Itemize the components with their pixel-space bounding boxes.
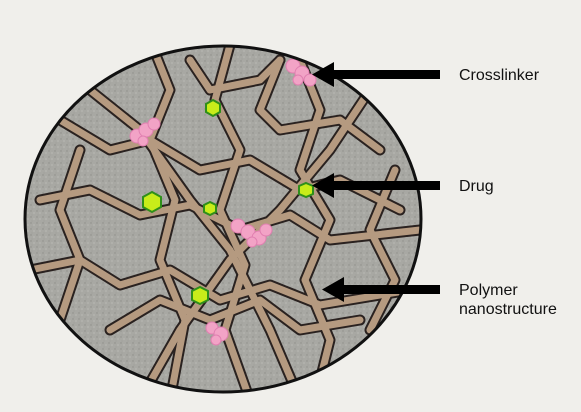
drug-particle	[204, 202, 216, 215]
drug-label: Drug	[459, 177, 494, 196]
drug-particle	[206, 100, 220, 116]
polymer-label-line1: Polymer	[459, 281, 557, 300]
polymer-label-line2: nanostructure	[459, 300, 557, 319]
polymer-nanostructure-label: Polymer nanostructure	[459, 281, 557, 319]
crosslinker-label: Crosslinker	[459, 66, 539, 85]
crosslinker-arrow	[312, 62, 440, 87]
drug-particle	[192, 287, 208, 304]
drug-particle	[299, 183, 313, 197]
drug-particle	[143, 192, 161, 212]
